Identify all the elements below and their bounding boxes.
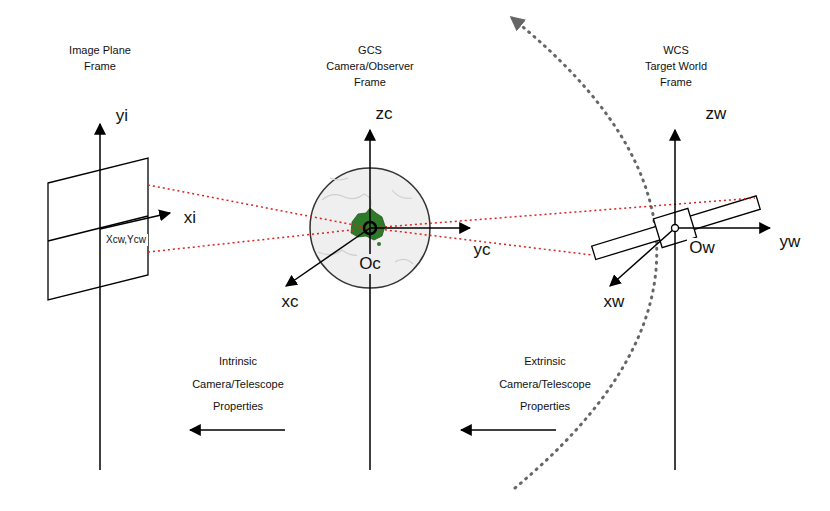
image-plane (48, 158, 148, 300)
point-label: Xcw,Ycw (104, 234, 148, 246)
frame-title: Camera/Observer Frame (320, 58, 420, 90)
axis-label: zw (706, 104, 727, 124)
axis-label: yi (116, 106, 128, 126)
projection-rays (148, 185, 755, 255)
axis-label: xi (184, 208, 196, 228)
frame-title: WCS (663, 42, 689, 58)
orbit-arc (512, 18, 657, 488)
origin-marker (672, 225, 679, 232)
origin-marker (364, 222, 376, 234)
origin-label: Ow (687, 238, 717, 258)
axis-label: zc (376, 104, 393, 124)
frame-title: Target World Frame (636, 58, 716, 90)
axis-label: xw (604, 292, 625, 312)
property-label: Extrinsic Camera/Telescope Properties (493, 350, 597, 418)
frame-title: Image Plane Frame (64, 42, 136, 74)
origin-label: Oc (357, 254, 383, 274)
axis-label: yc (474, 240, 491, 260)
frame-title: GCS (358, 42, 382, 58)
axis-label: yw (780, 232, 801, 252)
axis-label: xc (282, 292, 299, 312)
coordinate-axes (100, 124, 770, 470)
property-label: Intrinsic Camera/Telescope Properties (186, 350, 290, 418)
